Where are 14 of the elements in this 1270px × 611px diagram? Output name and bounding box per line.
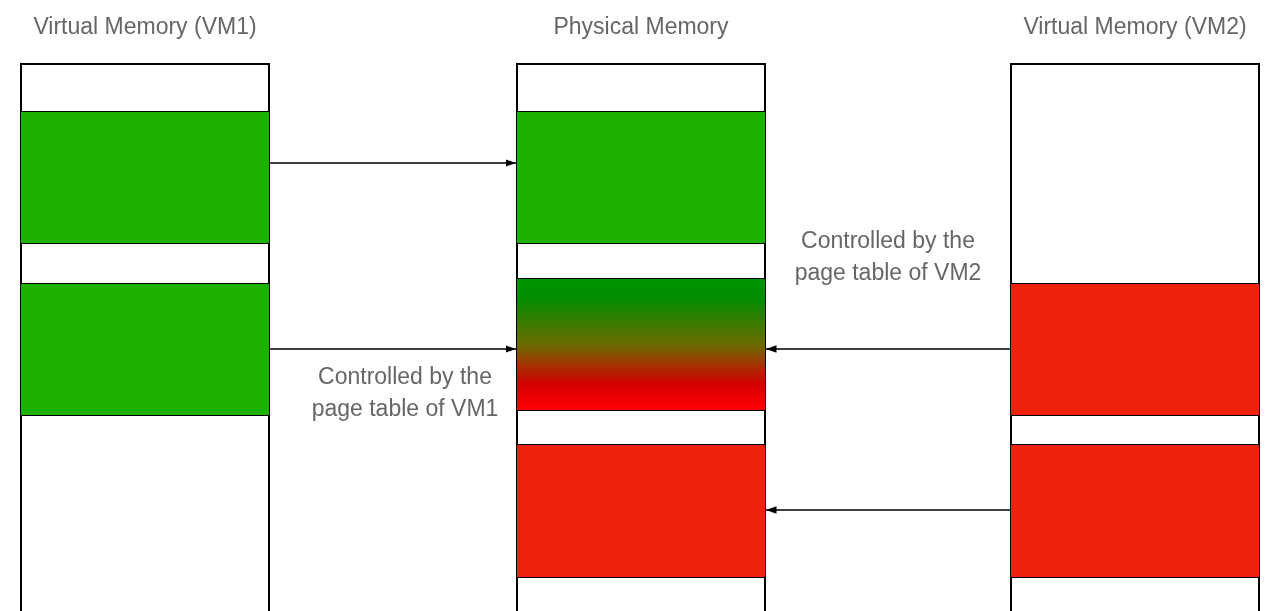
arrow xyxy=(765,506,1011,514)
memory-page-block xyxy=(20,283,270,416)
column-heading: Virtual Memory (VM1) xyxy=(32,13,258,40)
memory-page-block xyxy=(20,111,270,244)
arrow xyxy=(269,159,517,167)
column-heading: Virtual Memory (VM2) xyxy=(1022,13,1248,40)
memory-page-block xyxy=(1010,444,1260,578)
memory-page-block xyxy=(516,444,766,578)
arrow xyxy=(269,345,517,353)
memory-page-block xyxy=(516,111,766,244)
column-heading: Physical Memory xyxy=(552,13,730,40)
memory-page-block xyxy=(516,278,766,411)
arrow xyxy=(765,345,1011,353)
memory-page-block xyxy=(1010,283,1260,416)
